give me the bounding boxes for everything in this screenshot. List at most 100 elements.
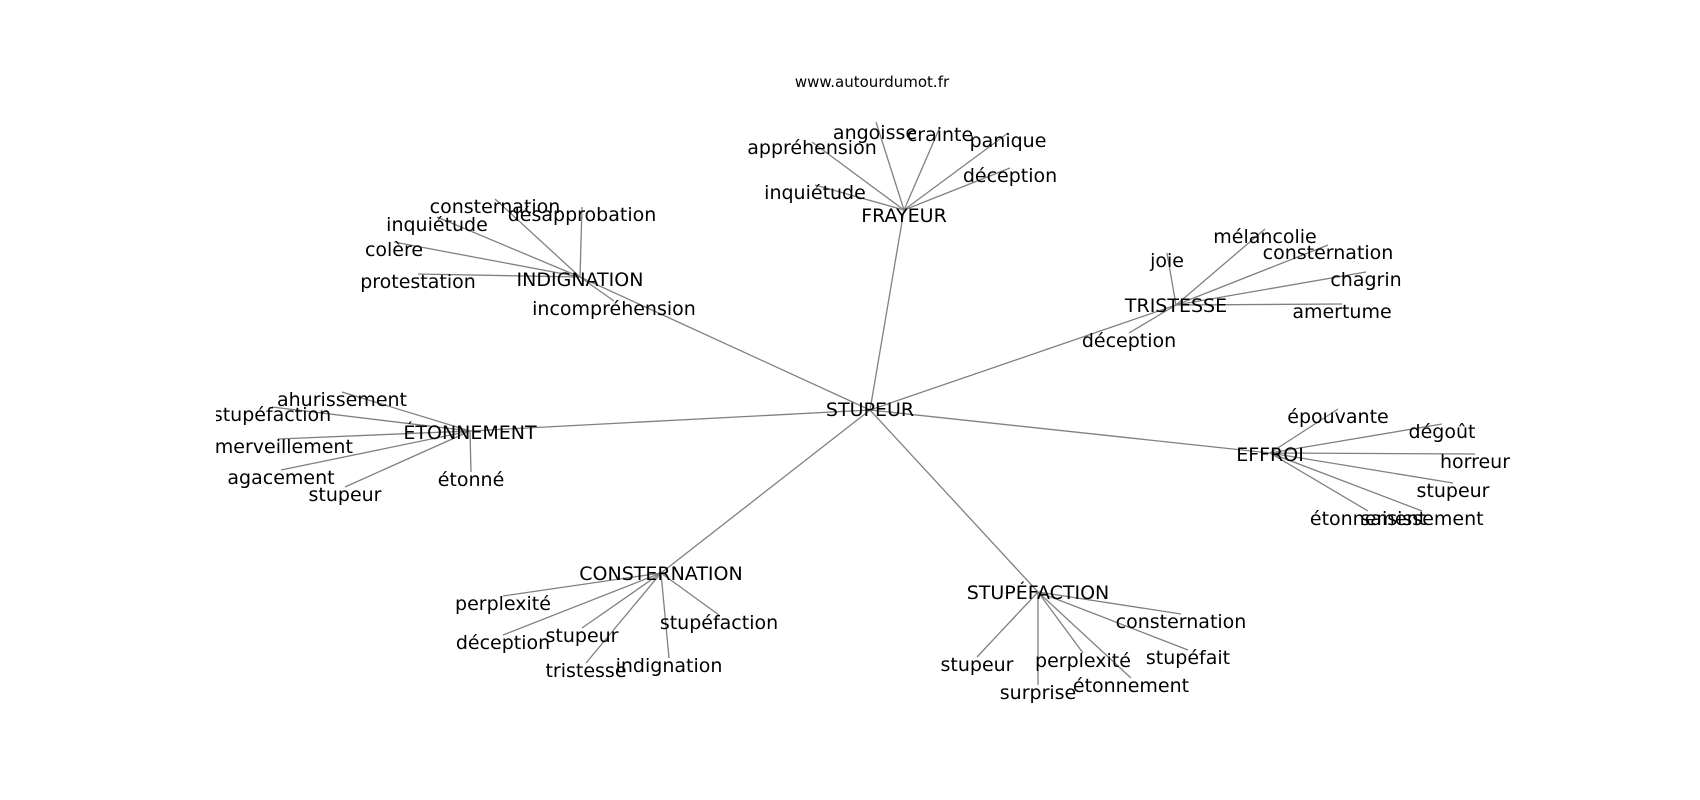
cluster-to-leaf-edge (581, 572, 662, 629)
leaf-node-label: angoisse (833, 122, 917, 144)
leaf-node-label: panique (970, 130, 1047, 152)
cluster-to-leaf-edge (1269, 423, 1443, 454)
cluster-to-leaf-edge (494, 198, 581, 278)
center-to-cluster-edge (469, 409, 871, 432)
cluster-to-leaf-edge (811, 141, 905, 211)
graph-labels: www.autourdumot.fr STUPEUR FRAYEUR angois… (203, 73, 1510, 704)
cluster-to-leaf-edge (1037, 591, 1132, 679)
leaf-node-label: surprise (1000, 682, 1077, 704)
cluster-to-leaf-edge (1128, 304, 1177, 334)
leaf-node-label: mélancolie (1213, 226, 1316, 248)
cluster-to-leaf-edge (436, 216, 581, 278)
leaf-node-label: stupéfaction (660, 612, 778, 634)
cluster-to-leaf-edge (976, 591, 1039, 658)
leaf-node-label: stupeur (546, 625, 619, 647)
cluster-to-leaf-edge (344, 430, 471, 488)
leaf-node-label: étonnement (1310, 508, 1426, 530)
leaf-node-label: consternation (1263, 242, 1394, 264)
cluster-to-leaf-edge (585, 572, 662, 664)
leaf-node-label: chagrin (1330, 269, 1401, 291)
cluster-to-leaf-edge (660, 572, 670, 659)
leaf-node-label: inquiétude (386, 214, 488, 236)
leaf-node-label: tristesse (545, 660, 626, 682)
cluster-to-leaf-edge (903, 126, 941, 211)
cluster-to-leaf-edge (502, 572, 662, 636)
leaf-node-label: étonné (438, 469, 505, 491)
leaf-node-label: joie (1149, 250, 1184, 272)
graph-edges (271, 121, 1476, 685)
cluster-node-label: FRAYEUR (861, 205, 947, 227)
cluster-to-leaf-edge (579, 276, 615, 302)
cluster-to-leaf-edge (903, 167, 1011, 211)
source-label: www.autourdumot.fr (795, 73, 950, 91)
leaf-node-label: indignation (616, 655, 723, 677)
cluster-to-leaf-edge (1175, 271, 1367, 306)
left-crop-mask (0, 0, 216, 800)
center-to-cluster-edge (869, 409, 1271, 454)
cluster-to-leaf-edge (1037, 591, 1084, 654)
cluster-to-leaf-edge (1269, 452, 1423, 512)
leaf-node-label: incompréhension (532, 298, 696, 320)
cluster-node-label: INDIGNATION (517, 269, 644, 291)
cluster-to-leaf-edge (1175, 228, 1266, 306)
cluster-to-leaf-edge (277, 430, 471, 440)
cluster-to-leaf-edge (1037, 591, 1189, 651)
leaf-node-label: déception (1082, 330, 1176, 352)
center-to-cluster-edge (869, 304, 1177, 411)
cluster-node-label: ÉTONNEMENT (403, 421, 537, 444)
leaf-node-label: perplexité (1035, 650, 1131, 672)
cluster-to-leaf-edge (1269, 452, 1476, 455)
leaf-node-label: horreur (1440, 451, 1510, 473)
leaf-node-label: déception (456, 632, 550, 654)
leaf-node-label: appréhension (747, 137, 876, 159)
cluster-node-label: EFFROI (1236, 444, 1304, 466)
leaf-node-label: stupeur (1417, 480, 1490, 502)
cluster-to-leaf-edge (1269, 408, 1339, 454)
leaf-node-label: perplexité (455, 593, 551, 615)
leaf-node-label: déception (963, 165, 1057, 187)
cluster-to-leaf-edge (1175, 244, 1329, 306)
cluster-to-leaf-edge (903, 132, 1009, 211)
leaf-node-label: épouvante (1287, 406, 1389, 428)
cluster-to-leaf-edge (579, 206, 583, 278)
cluster-to-leaf-edge (341, 391, 471, 432)
cluster-to-leaf-edge (469, 430, 472, 473)
leaf-node-label: agacement (227, 467, 334, 489)
cluster-to-leaf-edge (1175, 303, 1343, 306)
center-to-cluster-edge (869, 209, 905, 411)
cluster-to-leaf-edge (875, 121, 905, 211)
leaf-node-label: amertume (1292, 301, 1391, 323)
leaf-node-label: émerveillement (203, 436, 353, 458)
cluster-to-leaf-edge (660, 572, 720, 616)
cluster-node-label: TRISTESSE (1124, 295, 1227, 317)
cluster-to-leaf-edge (1269, 452, 1369, 512)
leaf-node-label: stupeur (309, 484, 382, 506)
center-node-label: STUPEUR (826, 399, 914, 421)
center-to-cluster-edge (869, 409, 1039, 593)
leaf-node-label: ahurissement (277, 389, 407, 411)
cluster-to-leaf-edge (271, 406, 471, 432)
cluster-to-leaf-edge (280, 430, 471, 471)
cluster-to-leaf-edge (1166, 252, 1177, 306)
leaf-node-label: protestation (360, 271, 476, 293)
cluster-to-leaf-edge (417, 273, 581, 278)
leaf-node-label: saisissement (1360, 508, 1483, 530)
cluster-node-label: STUPÉFACTION (967, 581, 1110, 604)
leaf-node-label: consternation (1116, 611, 1247, 633)
leaf-node-label: désapprobation (508, 204, 657, 226)
leaf-node-label: inquiétude (764, 182, 866, 204)
leaf-node-label: stupeur (941, 654, 1014, 676)
leaf-node-label: stupéfaction (213, 404, 331, 426)
cluster-to-leaf-edge (393, 241, 581, 278)
cluster-to-leaf-edge (1269, 452, 1454, 484)
cluster-to-leaf-edge (814, 184, 905, 211)
leaf-node-label: consternation (430, 196, 561, 218)
leaf-node-label: dégoût (1409, 421, 1476, 443)
cluster-to-leaf-edge (502, 572, 662, 597)
cluster-to-leaf-edge (1037, 591, 1182, 615)
leaf-node-label: crainte (907, 124, 973, 146)
center-to-cluster-edge (660, 409, 871, 574)
leaf-node-label: colère (365, 239, 423, 261)
leaf-node-label: stupéfait (1146, 647, 1230, 669)
